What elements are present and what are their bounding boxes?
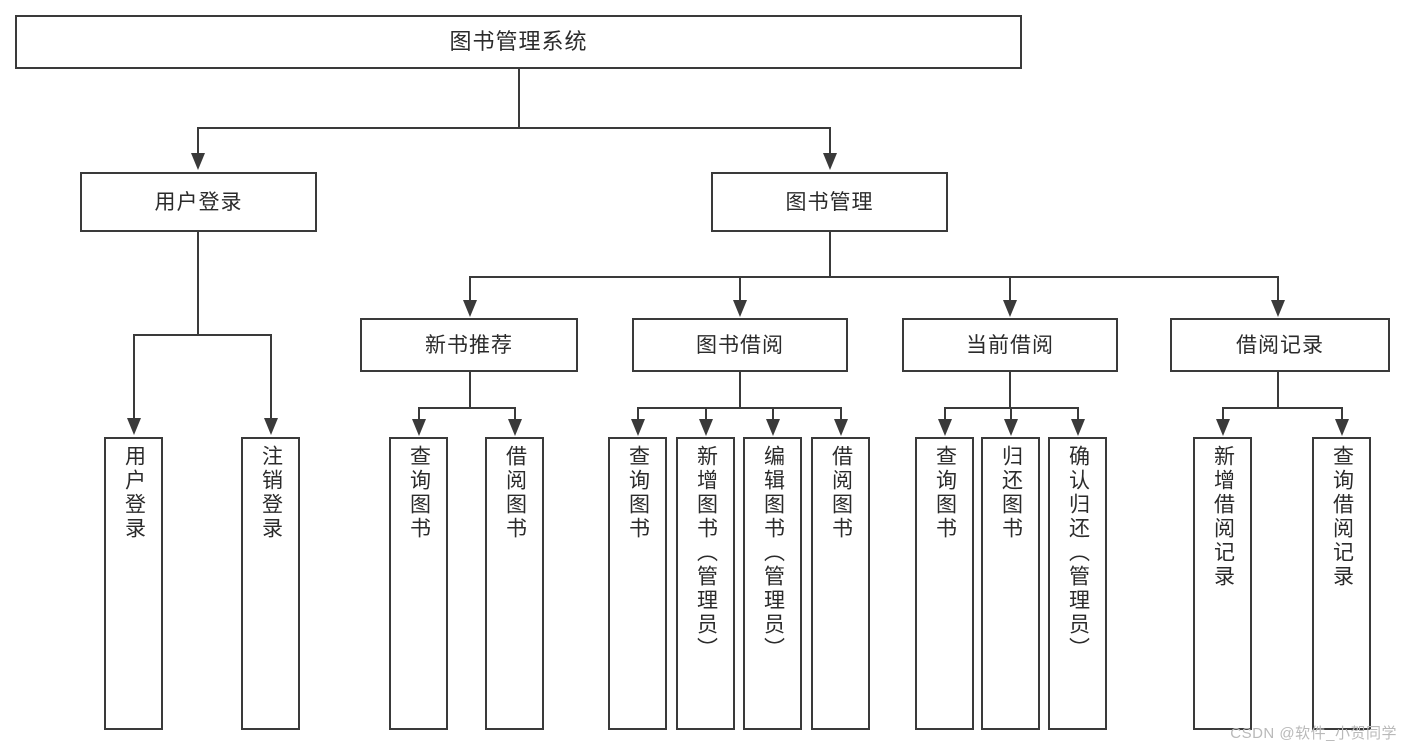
arrow-down-icon <box>412 419 426 436</box>
connector-book-borrow-stem <box>739 372 741 408</box>
connector-book-borrow-bus <box>637 407 841 409</box>
node-leaf-borrow-book-1[interactable]: 借阅图书 <box>485 437 544 730</box>
connector-cb-to-leaf-3 <box>1077 407 1079 421</box>
arrow-down-icon <box>1004 419 1018 436</box>
node-label: 新增借阅记录 <box>1211 445 1235 589</box>
node-label: 图书管理系统 <box>449 29 588 54</box>
arrow-down-icon <box>1071 419 1085 436</box>
connector-br-to-leaf-2 <box>1341 407 1343 421</box>
node-borrow-record[interactable]: 借阅记录 <box>1170 318 1390 372</box>
connector-bm-to-new-book <box>469 276 471 302</box>
arrow-down-icon <box>699 419 713 436</box>
csdn-watermark: CSDN @软件_小贺同学 <box>1230 725 1397 742</box>
node-book-borrow[interactable]: 图书借阅 <box>632 318 848 372</box>
connector-new-book-stem <box>469 372 471 408</box>
node-label: 新增图书（管理员） <box>694 445 718 661</box>
connector-root-stem <box>518 69 520 128</box>
node-leaf-edit-book[interactable]: 编辑图书（管理员） <box>743 437 802 730</box>
node-leaf-borrow-book-2[interactable]: 借阅图书 <box>811 437 870 730</box>
node-label: 借阅图书 <box>503 445 527 541</box>
node-label: 编辑图书（管理员） <box>761 445 785 661</box>
node-label: 新书推荐 <box>425 333 513 357</box>
connector-book-management-stem <box>829 232 831 277</box>
node-user-login[interactable]: 用户登录 <box>80 172 317 232</box>
connector-bm-to-book-borrow <box>739 276 741 302</box>
node-label: 归还图书 <box>999 445 1023 541</box>
node-leaf-confirm-return[interactable]: 确认归还（管理员） <box>1048 437 1107 730</box>
arrow-down-icon <box>508 419 522 436</box>
arrow-down-icon <box>823 153 837 170</box>
node-label: 注销登录 <box>259 445 283 541</box>
node-label: 用户登录 <box>122 445 146 541</box>
connector-user-login-stem <box>197 232 199 335</box>
node-leaf-add-borrow-record[interactable]: 新增借阅记录 <box>1193 437 1252 730</box>
connector-user-login-bus <box>133 334 270 336</box>
connector-book-management-bus <box>469 276 1278 278</box>
node-label: 图书借阅 <box>696 333 784 357</box>
node-label: 图书管理 <box>785 190 874 214</box>
node-leaf-add-book[interactable]: 新增图书（管理员） <box>676 437 735 730</box>
arrow-down-icon <box>191 153 205 170</box>
connector-cb-to-leaf-2 <box>1010 407 1012 421</box>
node-leaf-user-login[interactable]: 用户登录 <box>104 437 163 730</box>
arrow-down-icon <box>264 418 278 435</box>
node-label: 确认归还（管理员） <box>1066 445 1090 661</box>
node-leaf-return-book[interactable]: 归还图书 <box>981 437 1040 730</box>
connector-bb-to-leaf-2 <box>705 407 707 421</box>
node-label: 查询图书 <box>626 445 650 541</box>
arrow-down-icon <box>463 300 477 317</box>
connector-root-to-user-login <box>197 127 199 155</box>
connector-bb-to-leaf-1 <box>637 407 639 421</box>
connector-user-login-to-leaf-1 <box>133 334 135 420</box>
node-label: 查询图书 <box>407 445 431 541</box>
connector-bm-to-borrow-record <box>1277 276 1279 302</box>
node-leaf-user-logout[interactable]: 注销登录 <box>241 437 300 730</box>
node-label: 借阅记录 <box>1236 333 1324 357</box>
node-label: 借阅图书 <box>829 445 853 541</box>
node-label: 查询借阅记录 <box>1330 445 1354 589</box>
arrow-down-icon <box>938 419 952 436</box>
node-leaf-query-book-1[interactable]: 查询图书 <box>389 437 448 730</box>
arrow-down-icon <box>1271 300 1285 317</box>
arrow-down-icon <box>1216 419 1230 436</box>
node-label: 当前借阅 <box>966 333 1054 357</box>
connector-new-book-to-leaf-1 <box>418 407 420 421</box>
connector-root-to-book-management <box>829 127 831 155</box>
arrow-down-icon <box>1003 300 1017 317</box>
node-leaf-query-book-2[interactable]: 查询图书 <box>608 437 667 730</box>
node-new-book-recommend[interactable]: 新书推荐 <box>360 318 578 372</box>
arrow-down-icon <box>127 418 141 435</box>
connector-br-to-leaf-1 <box>1222 407 1224 421</box>
arrow-down-icon <box>631 419 645 436</box>
node-root-book-management-system[interactable]: 图书管理系统 <box>15 15 1022 69</box>
connector-user-login-to-leaf-2 <box>270 334 272 420</box>
node-leaf-query-book-3[interactable]: 查询图书 <box>915 437 974 730</box>
connector-cb-to-leaf-1 <box>944 407 946 421</box>
node-label: 用户登录 <box>154 190 243 214</box>
connector-borrow-record-bus <box>1222 407 1342 409</box>
connector-borrow-record-stem <box>1277 372 1279 408</box>
connector-bb-to-leaf-3 <box>772 407 774 421</box>
node-book-management[interactable]: 图书管理 <box>711 172 948 232</box>
connector-bb-to-leaf-4 <box>840 407 842 421</box>
connector-root-bus <box>197 127 831 129</box>
arrow-down-icon <box>1335 419 1349 436</box>
arrow-down-icon <box>766 419 780 436</box>
arrow-down-icon <box>834 419 848 436</box>
connector-current-borrow-stem <box>1009 372 1011 408</box>
arrow-down-icon <box>733 300 747 317</box>
node-leaf-query-borrow-record[interactable]: 查询借阅记录 <box>1312 437 1371 730</box>
connector-new-book-to-leaf-2 <box>514 407 516 421</box>
node-current-borrow[interactable]: 当前借阅 <box>902 318 1118 372</box>
connector-new-book-bus <box>418 407 516 409</box>
node-label: 查询图书 <box>933 445 957 541</box>
connector-bm-to-current-borrow <box>1009 276 1011 302</box>
